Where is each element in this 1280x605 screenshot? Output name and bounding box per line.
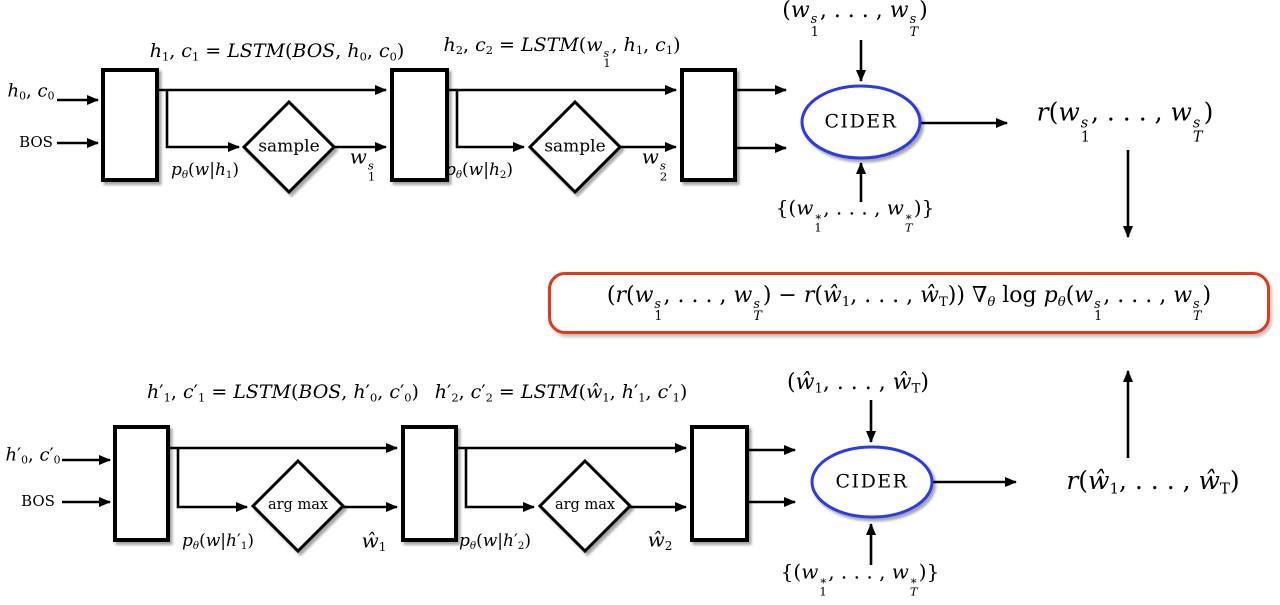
references-label-top: {(w∗1, . . . , w∗T)} [775, 195, 935, 235]
cider-ellipse-top [800, 84, 922, 160]
lstm-box-bottom-2 [401, 425, 458, 542]
lstm-box-bottom-3 [690, 425, 749, 542]
input-token-label-top: BOS [19, 132, 53, 151]
argmax-diamond-2 [537, 458, 633, 554]
cider-ellipse-bottom [810, 445, 934, 519]
op-diamonds [241, 99, 633, 554]
lstm-boxes [101, 68, 749, 542]
lstm-equation-bottom-2: h′2, c′2 = LSTM(ŵ1, h′1, c′1) [434, 381, 688, 405]
greedy-sequence-label: (ŵ1, . . . , ŵT) [787, 369, 929, 397]
sample-label-2: sample [544, 136, 606, 157]
prob-label-bottom-2: pθ(w|h′2) [459, 530, 531, 552]
greedy-word-1: ŵ1 [361, 528, 387, 555]
lstm-box-top-1 [101, 68, 159, 182]
elbow-lstm2-to-argmax2 [464, 448, 535, 512]
prob-label-top-1: pθ(w|h1) [170, 159, 240, 181]
connector-arrows [57, 40, 1133, 565]
sample-diamond-1 [241, 99, 337, 195]
lstm-equation-top-1: h1, c1 = LSTM(BOS, h0, c0) [149, 40, 405, 64]
greedy-word-2: ŵ2 [647, 527, 673, 554]
elbow-lstm1-to-sample1 [165, 90, 240, 152]
input-state-label-top: h0, c0 [7, 80, 55, 103]
prob-label-bottom-1: pθ(w|h′1) [182, 530, 254, 552]
sample-diamond-2 [527, 99, 623, 195]
cider-label-bottom: CIDER [835, 470, 909, 493]
lstm-box-bottom-1 [113, 425, 170, 542]
argmax-label-1: arg max [267, 497, 329, 514]
elbow-lstm1-to-argmax1 [176, 448, 248, 512]
lstm-box-top-2 [390, 68, 449, 182]
references-label-bottom: {(w∗1, . . . , w∗T)} [780, 559, 940, 599]
input-token-label-bottom: BOS [21, 491, 55, 510]
input-state-label-bottom: h′0, c′0 [5, 444, 61, 467]
prob-label-top-2: pθ(w|h2) [444, 159, 514, 181]
lstm-equation-bottom-1: h′1, c′1 = LSTM(BOS, h′0, c′0) [147, 381, 419, 405]
lstm-box-top-3 [680, 68, 737, 182]
sample-label-1: sample [258, 136, 320, 157]
cider-label-top: CIDER [824, 110, 898, 133]
argmax-diamond-1 [250, 458, 346, 554]
argmax-label-2: arg max [554, 497, 616, 514]
elbow-lstm2-to-sample2 [455, 90, 525, 152]
reward-label-bottom: r(ŵ1, . . . , ŵT) [1066, 466, 1240, 498]
